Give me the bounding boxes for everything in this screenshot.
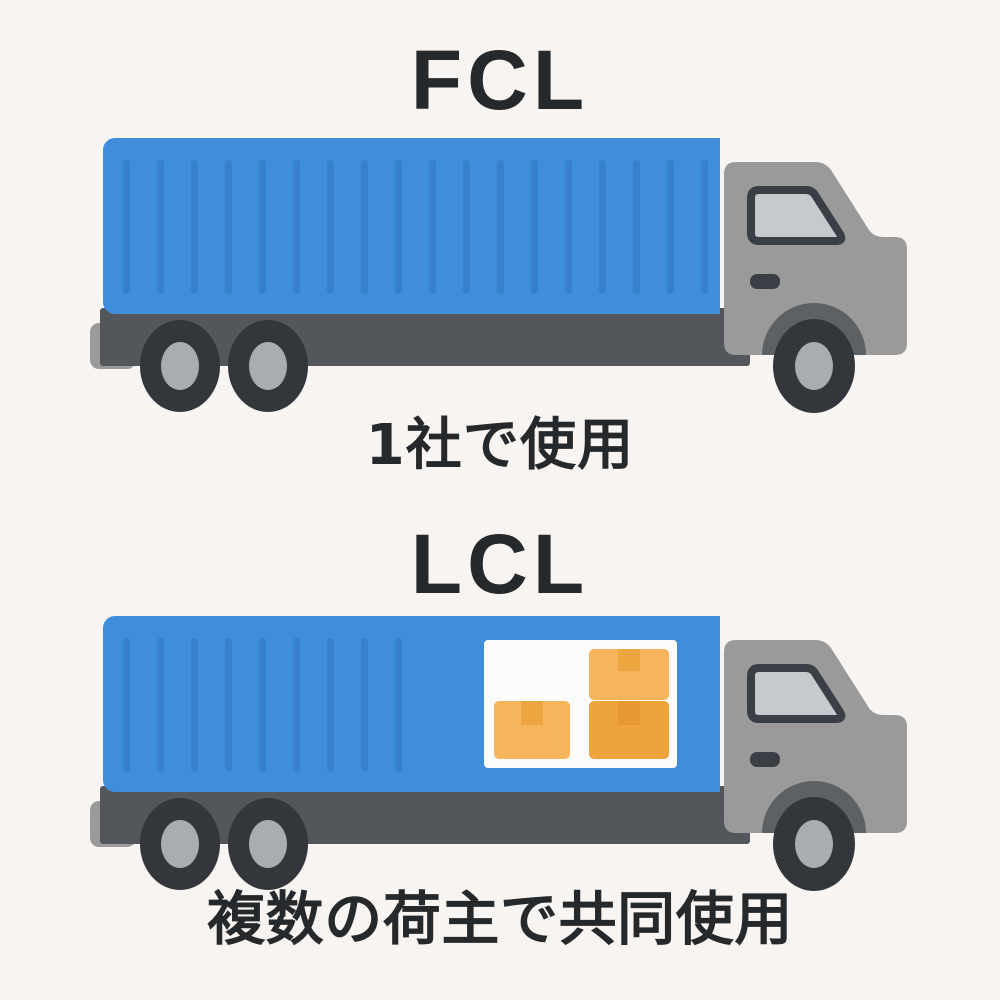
fcl-section: FCL <box>0 33 1000 478</box>
fcl-truck-illustration <box>0 130 1000 420</box>
fcl-title: FCL <box>410 33 590 127</box>
window-glass <box>747 186 846 245</box>
wheel-icon <box>773 319 855 413</box>
fcl-caption: 1社で使用 <box>365 413 635 478</box>
box-body <box>589 701 669 759</box>
box-tape <box>521 701 543 725</box>
wheel-icon <box>228 320 308 412</box>
truck-icon <box>90 138 907 413</box>
shipping-container-icon <box>103 616 720 792</box>
window-glass <box>747 664 846 723</box>
hub <box>249 820 287 868</box>
cardboard-box-icon <box>589 701 669 759</box>
lcl-section: LCL <box>0 500 1000 1000</box>
hub <box>161 820 199 868</box>
cargo-opening <box>484 640 677 768</box>
cardboard-box-icon <box>589 649 669 700</box>
hub <box>249 342 287 390</box>
truck-icon <box>90 616 907 891</box>
box-tape <box>618 649 640 671</box>
wheel-icon <box>140 798 220 890</box>
lcl-caption: 複数の荷主で共同使用 <box>207 885 793 953</box>
lcl-title: LCL <box>410 517 590 611</box>
hub <box>795 342 833 390</box>
box-body <box>494 701 570 759</box>
cab-window-icon <box>747 186 846 245</box>
hub <box>795 820 833 868</box>
container-ribs <box>123 160 708 294</box>
cab-window-icon <box>747 664 846 723</box>
wheel-icon <box>228 798 308 890</box>
wheel-icon <box>773 797 855 891</box>
cardboard-box-icon <box>494 701 570 759</box>
container-right-fill <box>690 616 720 792</box>
rear-wheels <box>140 320 308 412</box>
rear-wheels <box>140 798 308 890</box>
hub <box>161 342 199 390</box>
lcl-truck-illustration <box>0 608 1000 898</box>
wheel-icon <box>140 320 220 412</box>
box-tape <box>618 701 640 725</box>
door-handle-icon <box>750 274 780 289</box>
shipping-container-icon <box>103 138 720 314</box>
door-handle-icon <box>750 752 780 767</box>
box-body <box>589 649 669 700</box>
container-ribs <box>123 638 402 772</box>
